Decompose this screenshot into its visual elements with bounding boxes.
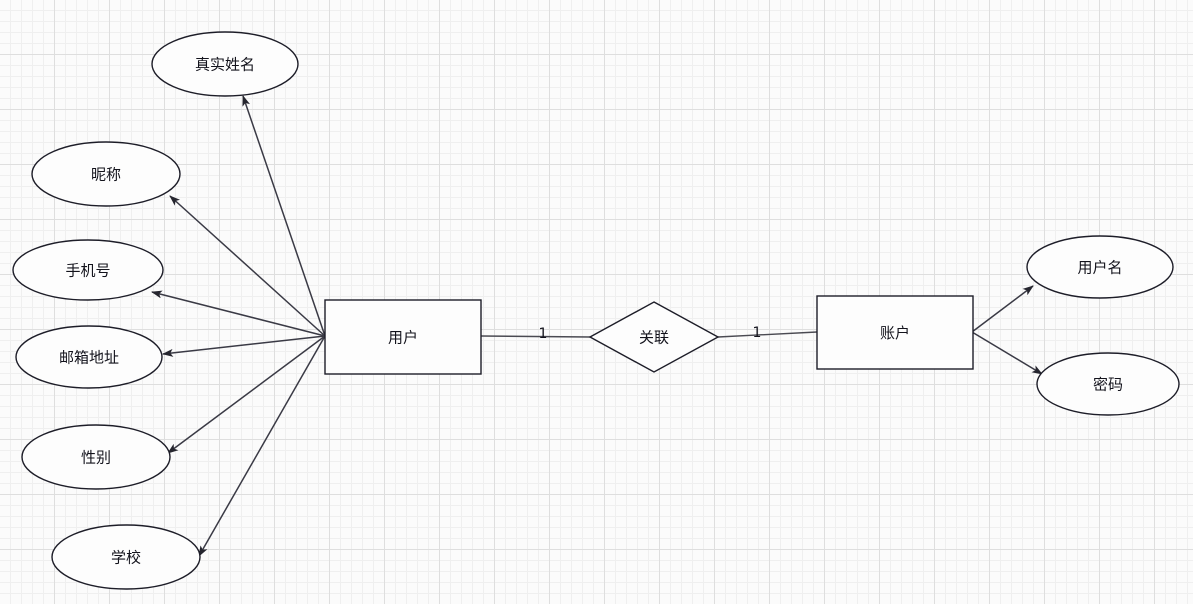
attribute-label-username: 用户名 bbox=[1077, 259, 1122, 277]
relationship-label-assoc: 关联 bbox=[639, 329, 669, 347]
connector-user-to-nickname bbox=[169, 195, 326, 337]
connector-user-to-realname bbox=[242, 95, 326, 337]
attribute-label-nickname: 昵称 bbox=[91, 166, 121, 184]
cardinality-card-right: 1 bbox=[753, 325, 762, 341]
attribute-ellipse-username[interactable] bbox=[1026, 235, 1174, 299]
entity-label-account: 账户 bbox=[880, 324, 910, 342]
connector-user-to-school bbox=[198, 335, 326, 557]
attribute-ellipse-phone[interactable] bbox=[12, 239, 164, 301]
attribute-label-realname: 真实姓名 bbox=[195, 56, 255, 74]
entity-box-user[interactable] bbox=[324, 299, 482, 375]
attribute-ellipse-email[interactable] bbox=[15, 325, 163, 389]
cardinality-card-left: 1 bbox=[539, 326, 548, 342]
entity-label-user: 用户 bbox=[388, 329, 418, 347]
relationship-lines-layer bbox=[480, 331, 818, 338]
entity-box-account[interactable] bbox=[816, 295, 974, 370]
connector-assoc-to-account bbox=[717, 331, 818, 338]
relationship-diamond-assoc[interactable] bbox=[588, 301, 720, 373]
connector-user-to-phone bbox=[151, 290, 326, 337]
connectors-layer bbox=[151, 95, 1043, 557]
attribute-ellipse-nickname[interactable] bbox=[31, 141, 181, 207]
attribute-ellipse-gender[interactable] bbox=[21, 424, 171, 490]
connector-user-to-email bbox=[162, 335, 326, 357]
connector-user-to-gender bbox=[167, 335, 326, 454]
attribute-ellipse-school[interactable] bbox=[51, 524, 201, 590]
connector-account-to-password bbox=[971, 331, 1043, 375]
attribute-ellipse-password[interactable] bbox=[1036, 352, 1180, 416]
attribute-ellipse-realname[interactable] bbox=[151, 31, 299, 97]
attribute-label-school: 学校 bbox=[111, 549, 141, 567]
attribute-label-phone: 手机号 bbox=[65, 262, 110, 280]
shapes-layer bbox=[12, 31, 1180, 590]
attribute-label-password: 密码 bbox=[1093, 376, 1123, 394]
attribute-label-gender: 性别 bbox=[81, 449, 111, 467]
connector-user-to-assoc bbox=[480, 335, 591, 338]
attribute-label-email: 邮箱地址 bbox=[59, 349, 119, 367]
connector-account-to-username bbox=[971, 285, 1034, 333]
